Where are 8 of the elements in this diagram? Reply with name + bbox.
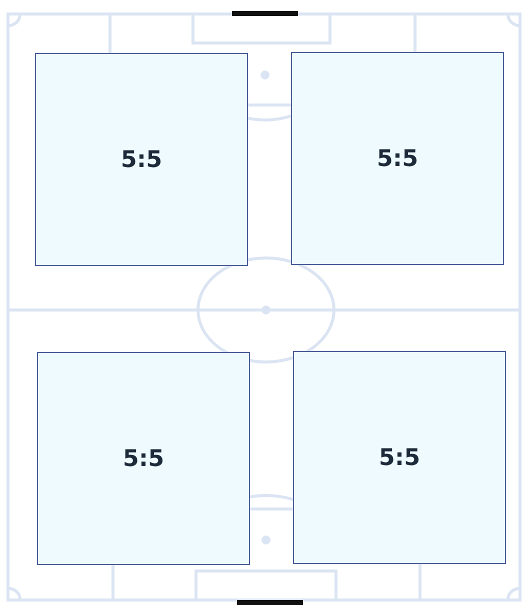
zone-label: 5:5	[122, 446, 164, 472]
zone-label: 5:5	[378, 444, 420, 470]
zone-box	[291, 52, 504, 265]
zone-label: 5:5	[376, 146, 418, 172]
zone-box	[35, 53, 248, 266]
zone-label: 5:5	[120, 146, 162, 172]
zone-box	[293, 351, 506, 564]
zone-box	[37, 352, 250, 565]
